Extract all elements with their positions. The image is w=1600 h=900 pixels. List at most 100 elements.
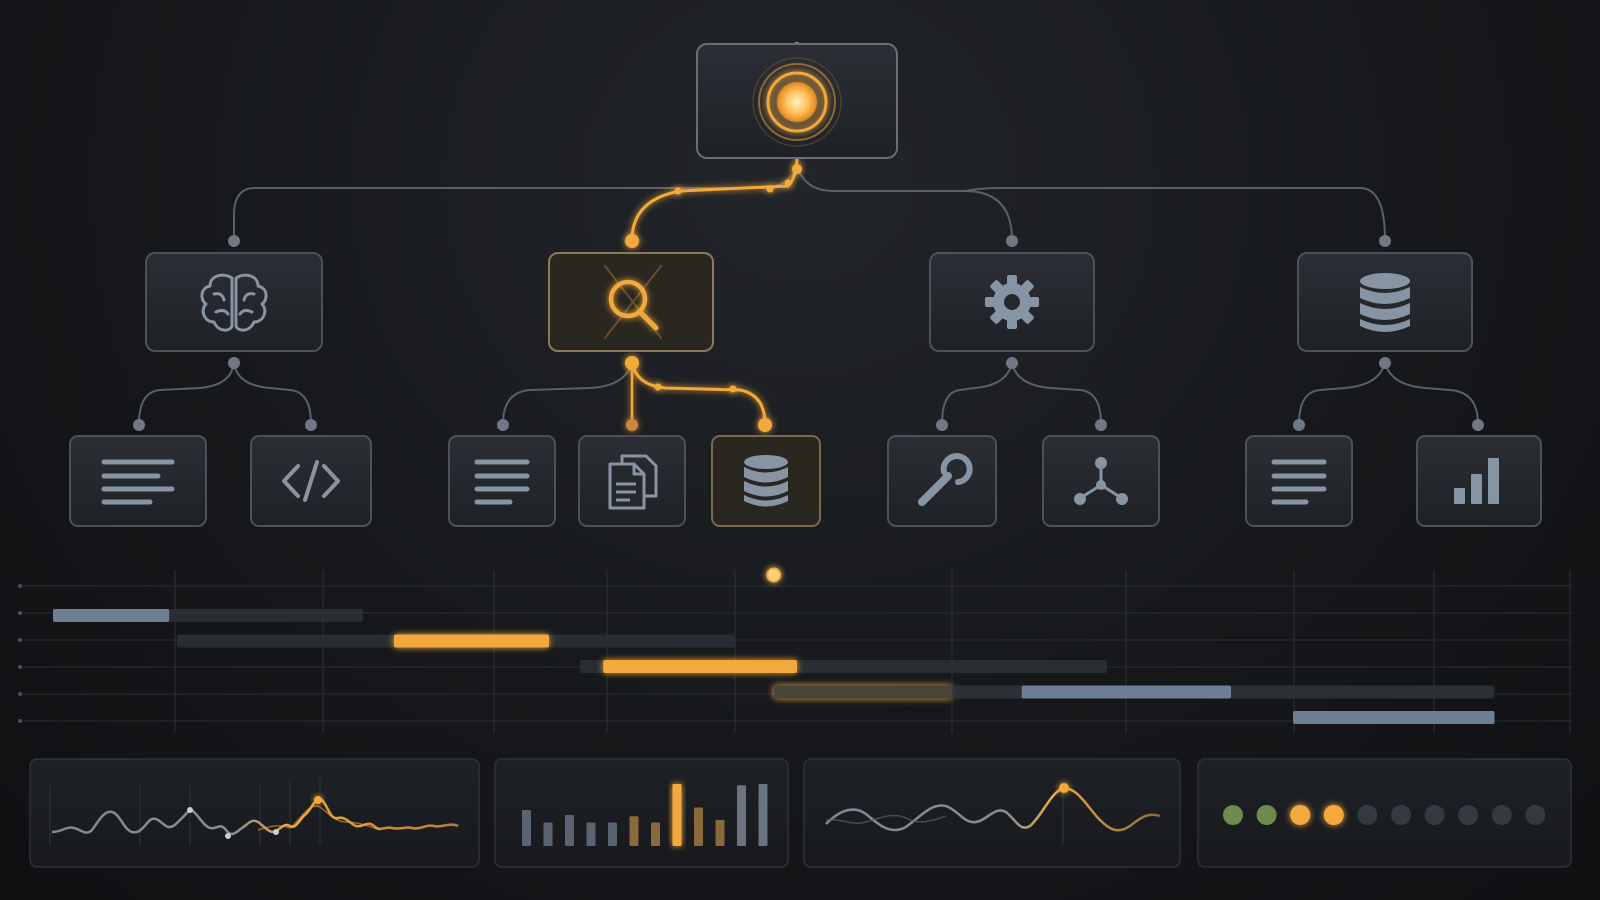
core-orb-icon [752,57,842,147]
status-dots-panel [1197,758,1572,868]
level-bar [715,819,725,846]
curve-peak-marker [1059,783,1069,793]
timeline-row-tick [18,719,22,723]
curve-line [825,786,1161,832]
connector-search-text [502,361,633,425]
waveform-peak-marker [314,796,322,804]
connector-root-brain [233,164,798,241]
timeline-playhead[interactable] [766,567,782,734]
network-icon [1074,457,1128,505]
wrench-icon [918,453,973,506]
agent-node-search[interactable] [548,252,714,352]
level-bar [672,784,682,846]
active-connector-search-database [630,360,767,426]
execution-timeline [18,567,1572,734]
junction-dot [1006,357,1018,369]
level-bar [651,822,660,846]
junction-dot [1293,419,1305,431]
junction-dot [497,419,509,431]
level-bars [522,784,768,846]
connector-brain-code [233,361,312,425]
level-bar [608,822,617,846]
active-junction-dot [625,234,639,248]
timeline-row-tick [18,611,22,615]
brain-icon [200,273,268,332]
database-icon [744,455,788,507]
timeline-row-tick [18,638,22,642]
gear-icon [985,275,1039,329]
waveform-panel [29,758,480,868]
tool-node-text[interactable] [1245,435,1353,527]
agent-node-brain[interactable] [145,252,323,352]
curve-panel [803,758,1181,868]
active-junction-dot [625,356,639,370]
level-bar [543,822,553,846]
level-bar [737,785,746,846]
connector-gear-network [1011,361,1102,425]
timeline-segment[interactable] [53,609,170,622]
status-dot-accent [1290,805,1311,825]
playhead-handle[interactable] [766,567,782,583]
root-node[interactable] [696,43,898,159]
status-dots [1223,805,1546,825]
agent-node-database[interactable] [1297,252,1473,352]
tool-node-documents[interactable] [578,435,686,527]
timeline-row-tick [18,584,22,588]
timeline-row-tick [18,665,22,669]
level-bar [522,810,531,846]
text-lines-icon [101,459,175,505]
status-dot-dark [1458,805,1479,825]
timeline-segment[interactable] [1293,711,1495,724]
timeline-tracks [53,609,1495,724]
status-dot-dark [1391,805,1411,825]
bar-panel [494,758,789,868]
tool-node-network[interactable] [1042,435,1160,527]
connector-db-chart [1384,361,1479,425]
level-bar [586,822,596,846]
junction-dot [1379,235,1391,247]
timeline-row-tick [18,692,22,696]
active-junction-dot [766,185,774,193]
text-lines-icon [1271,459,1327,505]
tool-node-text[interactable] [69,435,207,527]
waveform-marker [273,829,279,835]
active-junction-dot [758,418,772,432]
junction-dot [228,357,240,369]
junction-dot [936,419,948,431]
active-connector-root-search [630,158,799,242]
level-bar [629,816,639,846]
active-junction-dot [729,385,737,393]
status-dot-dark [1357,805,1378,825]
status-dot-green [1223,805,1243,825]
connector-gear-wrench [941,361,1013,425]
agent-node-gear[interactable] [929,252,1095,352]
status-dot-dark [1491,805,1512,825]
code-icon [282,460,340,502]
junction-dot [1095,419,1107,431]
tool-node-code[interactable] [250,435,372,527]
text-lines-icon [474,459,530,505]
waveform-line [51,797,459,836]
connector-brain-text [138,361,235,425]
connector-db-text [1298,361,1386,425]
waveform-marker [225,833,231,839]
tool-node-wrench[interactable] [887,435,997,527]
documents-icon [608,454,658,510]
bar-chart-icon [1454,458,1499,504]
status-dot-dark [1424,805,1445,825]
timeline-segment-active[interactable] [603,660,797,673]
status-dot-accent [1323,805,1344,825]
tool-node-text[interactable] [448,435,556,527]
active-junction-dot [626,419,638,431]
active-junction-dot [654,383,662,391]
level-bar [565,815,574,846]
tool-node-chart[interactable] [1416,435,1542,527]
level-bar [758,784,768,846]
active-junction-dot [792,164,802,174]
timeline-segment[interactable] [1021,685,1231,699]
timeline-segment-active[interactable] [394,634,549,648]
junction-dot [133,419,145,431]
connector-junctions [133,42,1484,432]
connector-lines [138,164,1479,425]
tool-node-database[interactable] [711,435,821,527]
